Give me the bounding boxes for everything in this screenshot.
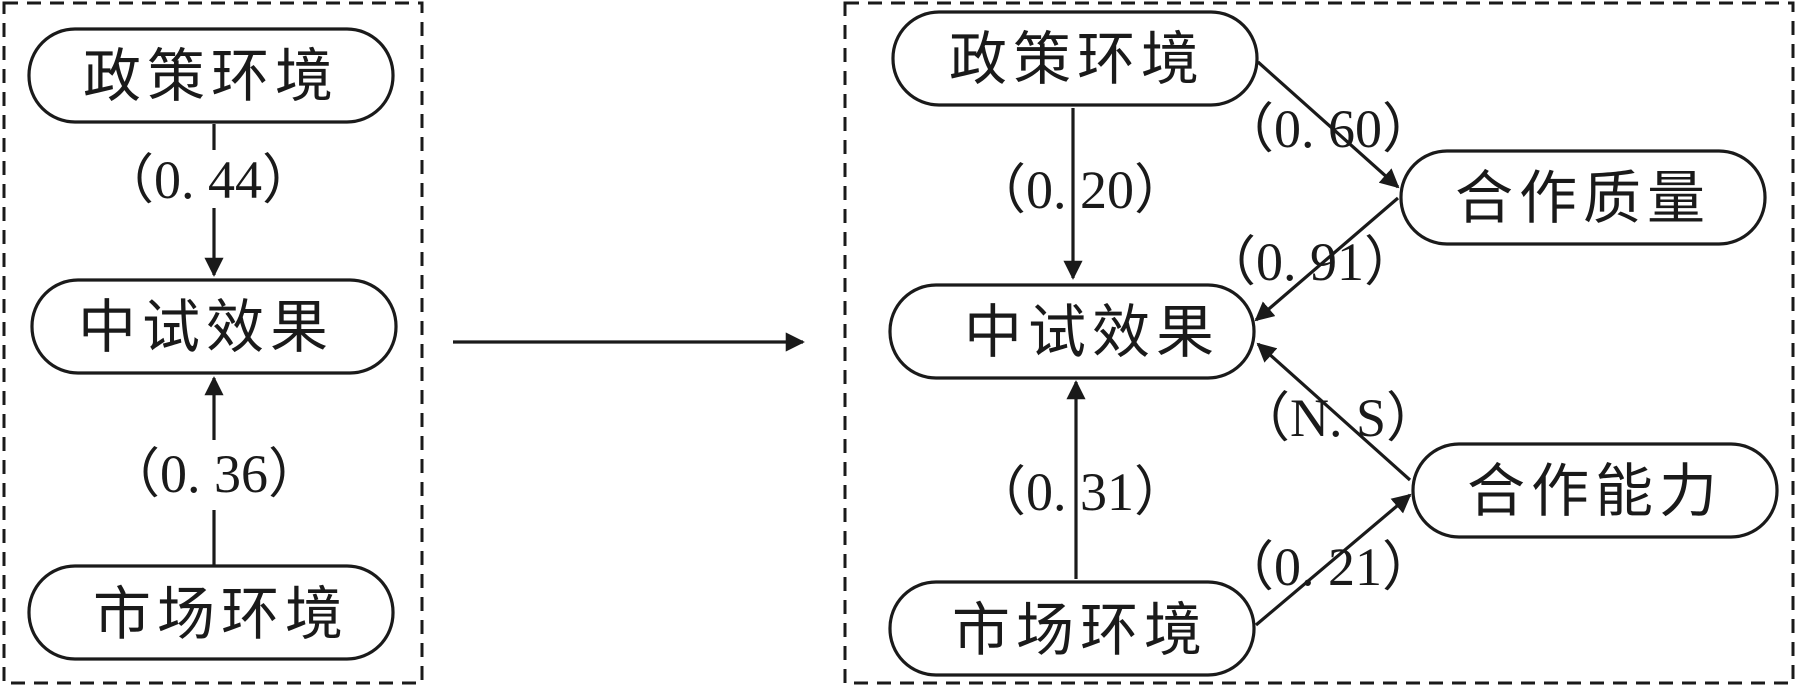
right-model-frame (843, 1, 1795, 685)
right-edge-label-ability-pilot: （N. S） (1236, 388, 1440, 448)
right-node-pilot-label: 中试效果 (964, 298, 1220, 366)
right-node-policy-label: 政策环境 (949, 25, 1205, 93)
right-node-pilot (888, 283, 1256, 380)
left-edge-label-policy-pilot: （0. 44） (100, 150, 316, 210)
right-node-coop-ability-label: 合作能力 (1467, 457, 1723, 525)
right-edge-policy-quality (1256, 60, 1400, 189)
right-edge-ability-pilot (1256, 342, 1412, 482)
right-edge-label-market-ability: （0. 21） (1220, 537, 1436, 597)
right-node-coop-quality-label: 合作质量 (1455, 164, 1711, 232)
right-node-policy (891, 10, 1259, 107)
right-node-coop-quality (1399, 149, 1767, 246)
left-node-market (27, 564, 395, 661)
left-node-policy-label: 政策环境 (83, 42, 339, 110)
left-node-pilot-label: 中试效果 (78, 293, 334, 361)
left-node-policy (27, 27, 395, 124)
right-edge-market-ability (1254, 493, 1412, 627)
left-edge-label-market-pilot: （0. 36） (106, 444, 322, 504)
right-edge-label-policy-quality: （0. 60） (1220, 99, 1436, 159)
left-node-pilot (30, 278, 398, 375)
right-edge-label-policy-pilot: （0. 20） (972, 160, 1188, 220)
right-edge-label-quality-pilot: （0. 91） (1202, 232, 1418, 292)
right-node-market-label: 市场环境 (952, 596, 1208, 664)
right-node-market (888, 580, 1256, 677)
right-edge-quality-pilot (1254, 196, 1400, 322)
left-model-frame (2, 1, 424, 685)
right-edge-label-market-pilot: （0. 31） (972, 462, 1188, 522)
right-node-coop-ability (1411, 442, 1779, 539)
left-node-market-label: 市场环境 (93, 580, 349, 648)
